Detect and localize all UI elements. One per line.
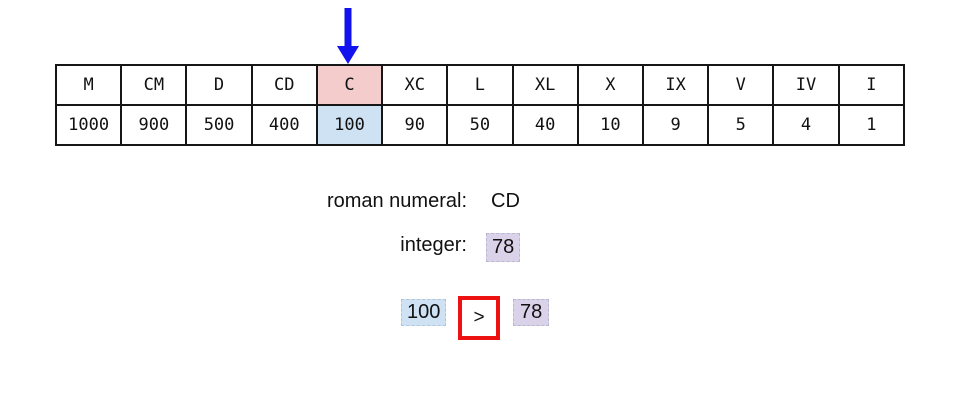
table-symbol-cell-highlighted: C	[315, 64, 384, 106]
table-value-cell: 4	[772, 104, 840, 146]
table-value-cell: 400	[250, 104, 318, 146]
comparison-operator-box: >	[458, 296, 500, 340]
table-value-cell-highlighted: 100	[315, 104, 384, 146]
integer-value: 78	[486, 233, 521, 262]
table-symbol-cell: V	[707, 64, 775, 106]
table-value-cell: 50	[446, 104, 514, 146]
table-symbol-cell: CM	[120, 64, 188, 106]
table-symbol-cell: IV	[772, 64, 840, 106]
value-row: 1000 900 500 400 100 90 50 40 10 9 5 4 1	[54, 104, 906, 146]
table-symbol-cell: I	[837, 64, 906, 106]
table-value-cell: 90	[381, 104, 449, 146]
table-symbol-cell: IX	[641, 64, 710, 106]
table-symbol-cell: D	[185, 64, 253, 106]
integer-label: integer:	[400, 234, 467, 256]
greater-than-operator: >	[473, 307, 485, 328]
symbol-row: M CM D CD C XC L XL X IX V IV I	[54, 64, 906, 106]
pointer-arrow-icon	[336, 8, 360, 64]
table-value-cell: 1000	[54, 104, 123, 146]
roman-value-table: M CM D CD C XC L XL X IX V IV I 1000 900…	[54, 64, 906, 146]
comparison-right-operand: 78	[513, 299, 550, 326]
comparison-left-operand: 100	[401, 299, 447, 326]
table-symbol-cell: X	[576, 64, 644, 106]
table-symbol-cell: XC	[381, 64, 449, 106]
table-value-cell: 500	[185, 104, 253, 146]
table-value-cell: 9	[641, 104, 710, 146]
table-value-cell: 10	[576, 104, 644, 146]
table-symbol-cell: M	[54, 64, 123, 106]
table-value-cell: 40	[511, 104, 579, 146]
table-symbol-cell: CD	[250, 64, 318, 106]
table-value-cell: 5	[707, 104, 775, 146]
table-symbol-cell: XL	[511, 64, 579, 106]
roman-numeral-value: CD	[491, 190, 520, 212]
table-symbol-cell: L	[446, 64, 514, 106]
table-value-cell: 900	[120, 104, 188, 146]
roman-numeral-label: roman numeral:	[326, 190, 467, 212]
table-value-cell: 1	[837, 104, 906, 146]
